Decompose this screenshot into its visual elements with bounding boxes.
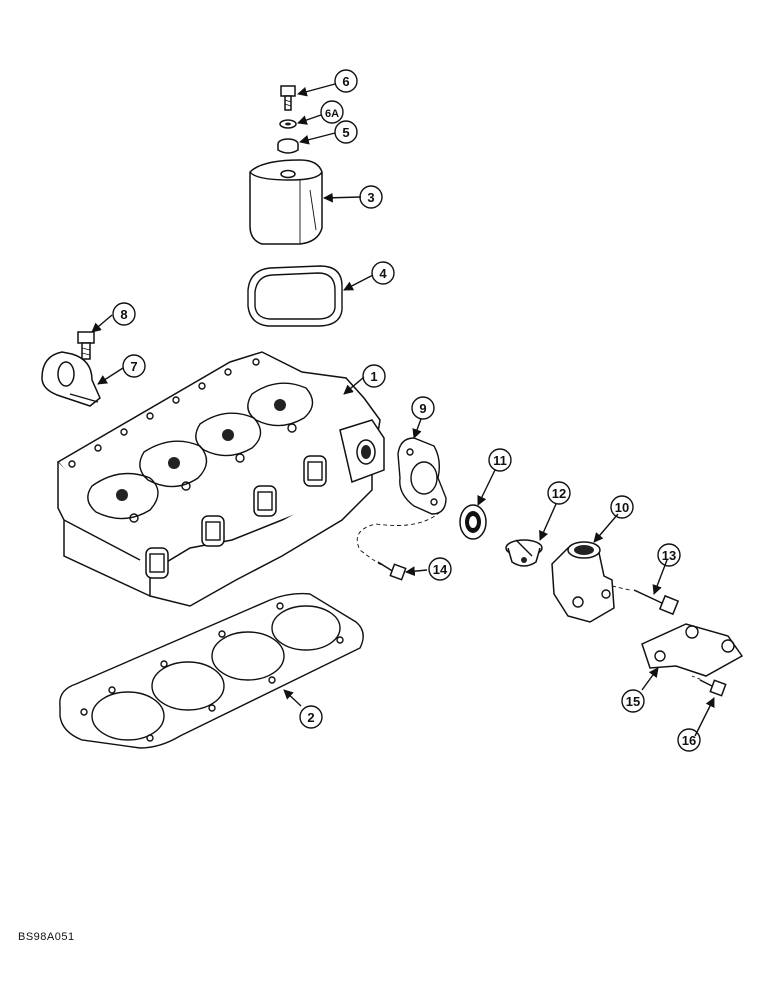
svg-text:12: 12 [552, 486, 566, 501]
svg-text:14: 14 [433, 562, 448, 577]
callout-6: 6 [334, 69, 358, 93]
svg-text:8: 8 [120, 307, 127, 322]
cylinder-head-part-1 [56, 351, 385, 607]
grommet-part-5 [277, 138, 299, 154]
callout-11: 11 [488, 448, 512, 472]
callout-16: 16 [677, 728, 701, 752]
rocker-cover-part-3 [249, 159, 323, 245]
svg-text:1: 1 [370, 369, 377, 384]
seal-ring-part-11 [459, 504, 487, 540]
gasket-part-4 [247, 265, 343, 327]
svg-text:6: 6 [342, 74, 349, 89]
outlet-gasket-part-9 [397, 437, 447, 515]
callout-8: 8 [112, 302, 136, 326]
svg-text:4: 4 [379, 266, 387, 281]
figure-code: BS98A051 [18, 931, 75, 943]
head-end-outlet [339, 419, 385, 484]
svg-text:7: 7 [130, 359, 137, 374]
svg-text:5: 5 [342, 125, 349, 140]
port-flanges [145, 455, 327, 579]
callout-7: 7 [122, 354, 146, 378]
lifting-bracket-part-7 [41, 351, 101, 407]
bolt-part-6 [280, 85, 296, 111]
bolt-part-13 [633, 589, 680, 616]
washer-part-6a [279, 119, 297, 129]
bolt-part-8 [77, 331, 95, 360]
svg-text:10: 10 [615, 500, 629, 515]
callout-12: 12 [547, 481, 571, 505]
head-gasket-part-2 [59, 592, 364, 749]
callout-15: 15 [621, 689, 645, 713]
callout-2: 2 [299, 705, 323, 729]
svg-text:9: 9 [419, 401, 426, 416]
callout-10: 10 [610, 495, 634, 519]
callout-6a: 6A [320, 100, 344, 124]
callout-1: 1 [362, 364, 386, 388]
callout-14: 14 [428, 557, 452, 581]
callout-3: 3 [359, 185, 383, 209]
svg-text:13: 13 [662, 548, 676, 563]
svg-text:16: 16 [682, 733, 696, 748]
callout-9: 9 [411, 396, 435, 420]
svg-text:2: 2 [307, 710, 314, 725]
thermostat-part-12 [505, 539, 543, 567]
thermostat-housing-part-10 [551, 541, 615, 623]
svg-text:6A: 6A [325, 108, 339, 120]
callout-13: 13 [657, 543, 681, 567]
callout-4: 4 [371, 261, 395, 285]
callout-5: 5 [334, 120, 358, 144]
svg-text:15: 15 [626, 694, 640, 709]
head-bolt-holes [68, 358, 260, 468]
bolt-part-16 [699, 679, 727, 697]
svg-text:11: 11 [493, 453, 507, 468]
svg-text:3: 3 [367, 190, 374, 205]
valve-chambers [87, 382, 314, 523]
bolt-part-14 [377, 561, 407, 581]
